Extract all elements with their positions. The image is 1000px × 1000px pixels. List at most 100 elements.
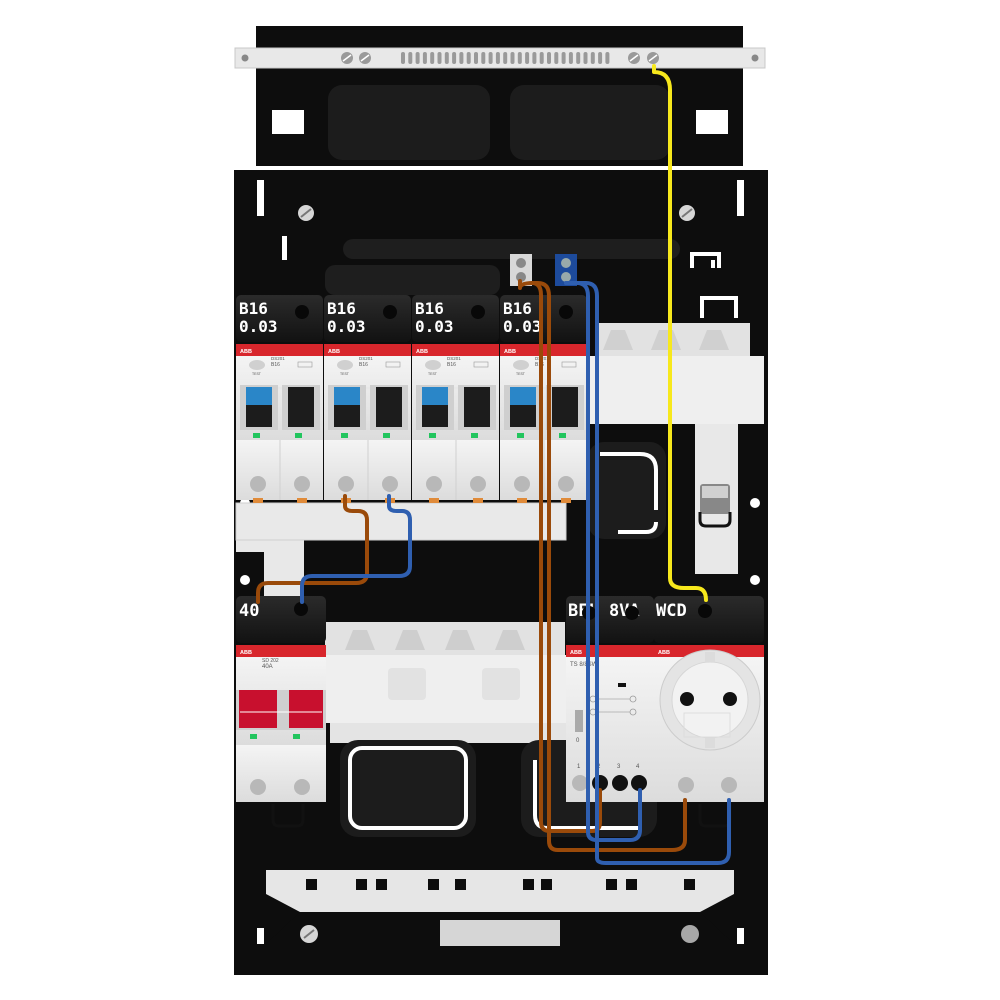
wire-neutral — [300, 494, 412, 604]
rcbo-row: B160.03ABBTESTDS201B16B160.03ABBTESTDS20… — [236, 295, 587, 503]
vent-slot — [517, 52, 522, 64]
tray-slot — [306, 879, 317, 890]
tray-slot — [541, 879, 552, 890]
vent-slot — [401, 52, 405, 64]
svg-text:B16: B16 — [447, 362, 456, 368]
vent-slot — [422, 52, 427, 64]
svg-text:TEST: TEST — [252, 372, 262, 376]
screw-icon — [298, 205, 314, 221]
test-button[interactable] — [337, 360, 353, 370]
main-switch-label: 40 — [239, 601, 259, 621]
screw-icon — [681, 925, 699, 943]
vent-slot — [415, 52, 420, 64]
rcbo-toggle[interactable] — [510, 387, 536, 405]
screw-icon — [300, 925, 318, 943]
vent-slot — [605, 52, 610, 64]
rcbo-toggle[interactable] — [334, 387, 360, 405]
wire-bell-phase — [518, 279, 687, 852]
vent-slot — [539, 52, 544, 64]
svg-text:3: 3 — [617, 764, 621, 770]
tray-slot — [626, 879, 637, 890]
svg-text:4: 4 — [636, 764, 640, 770]
mounting-slot — [272, 110, 304, 134]
wiring — [256, 64, 731, 865]
mounting-slot — [737, 180, 744, 216]
tray-slot — [684, 879, 695, 890]
mounting-slot — [257, 180, 264, 216]
abb-logo: ABB — [328, 349, 340, 355]
vent-slot — [554, 52, 559, 64]
vent-slot — [430, 52, 435, 64]
vent-slot — [408, 52, 413, 64]
test-button[interactable] — [513, 360, 529, 370]
svg-text:40A: 40A — [262, 664, 273, 670]
socket-label: WCD — [656, 601, 687, 621]
wire-bell-neutral-2 — [564, 281, 642, 842]
rcbo-toggle[interactable] — [552, 387, 578, 405]
rcbo-rating-label: B16 — [327, 299, 356, 318]
tray-slot — [455, 879, 466, 890]
svg-text:TEST: TEST — [516, 372, 526, 376]
din-clip — [440, 912, 560, 946]
rcbo-toggle[interactable] — [464, 387, 490, 405]
svg-text:TEST: TEST — [428, 372, 438, 376]
tray-slots — [306, 879, 695, 890]
rcbo-sensitivity-label: 0.03 — [503, 317, 542, 336]
abb-logo: ABB — [416, 349, 428, 355]
bell-transformer: BEL 8VA ABB TS 8/8SW 0 1 2 3 4 — [566, 596, 654, 802]
vent-slot — [466, 52, 471, 64]
vent-slot — [576, 52, 581, 64]
busbar — [235, 502, 567, 541]
wire-bell-neutral — [564, 281, 731, 865]
svg-text:1: 1 — [577, 764, 581, 770]
rcbo-sensitivity-label: 0.03 — [327, 317, 366, 336]
screw-icon — [341, 52, 353, 64]
rcbo-toggle[interactable] — [376, 387, 402, 405]
rcbo-toggle[interactable] — [422, 387, 448, 405]
rcbo-rating-label: B16 — [239, 299, 268, 318]
wire-phase — [256, 494, 369, 604]
vent-slot — [481, 52, 486, 64]
bell-transformer-switch[interactable] — [575, 710, 583, 732]
rcbo-toggle[interactable] — [246, 387, 272, 405]
enclosure — [234, 26, 768, 975]
vent-slot — [444, 52, 449, 64]
cable-clip — [700, 296, 738, 318]
mounting-slot — [282, 236, 287, 260]
svg-text:DS201: DS201 — [359, 356, 373, 361]
abb-logo: ABB — [240, 650, 252, 656]
main-switch[interactable]: 40 ABB SD 202 40A — [236, 596, 326, 828]
rcbo-toggle[interactable] — [288, 387, 314, 405]
screw-icon — [647, 52, 659, 64]
top-mounting-rail — [234, 47, 766, 69]
abb-logo: ABB — [240, 349, 252, 355]
vent-slot — [561, 52, 566, 64]
vent-slot — [547, 52, 551, 64]
test-button[interactable] — [425, 360, 441, 370]
svg-text:B16: B16 — [359, 362, 368, 368]
neutral-connector-block — [510, 254, 577, 286]
vent-slot — [598, 52, 603, 64]
test-button[interactable] — [249, 360, 265, 370]
vent-slot — [437, 52, 442, 64]
cable-entry-left — [328, 85, 490, 160]
vent-slot — [568, 52, 573, 64]
vent-slot — [583, 52, 588, 64]
rcbo-rating-label: B16 — [503, 299, 532, 318]
vent-slot — [510, 52, 515, 64]
abb-logo: ABB — [658, 650, 670, 656]
svg-text:TEST: TEST — [340, 372, 350, 376]
screw-icon — [628, 52, 640, 64]
vent-slot — [459, 52, 464, 64]
vent-slot — [474, 52, 478, 64]
din-rail-row-2 — [318, 622, 566, 743]
main-switch-toggle[interactable] — [239, 690, 277, 728]
cable-entry-right — [510, 85, 670, 160]
socket-outlet[interactable]: WCD ABB — [654, 596, 764, 828]
vent-slot — [525, 52, 530, 64]
svg-text:DS201: DS201 — [447, 356, 461, 361]
vent-slot — [452, 52, 457, 64]
